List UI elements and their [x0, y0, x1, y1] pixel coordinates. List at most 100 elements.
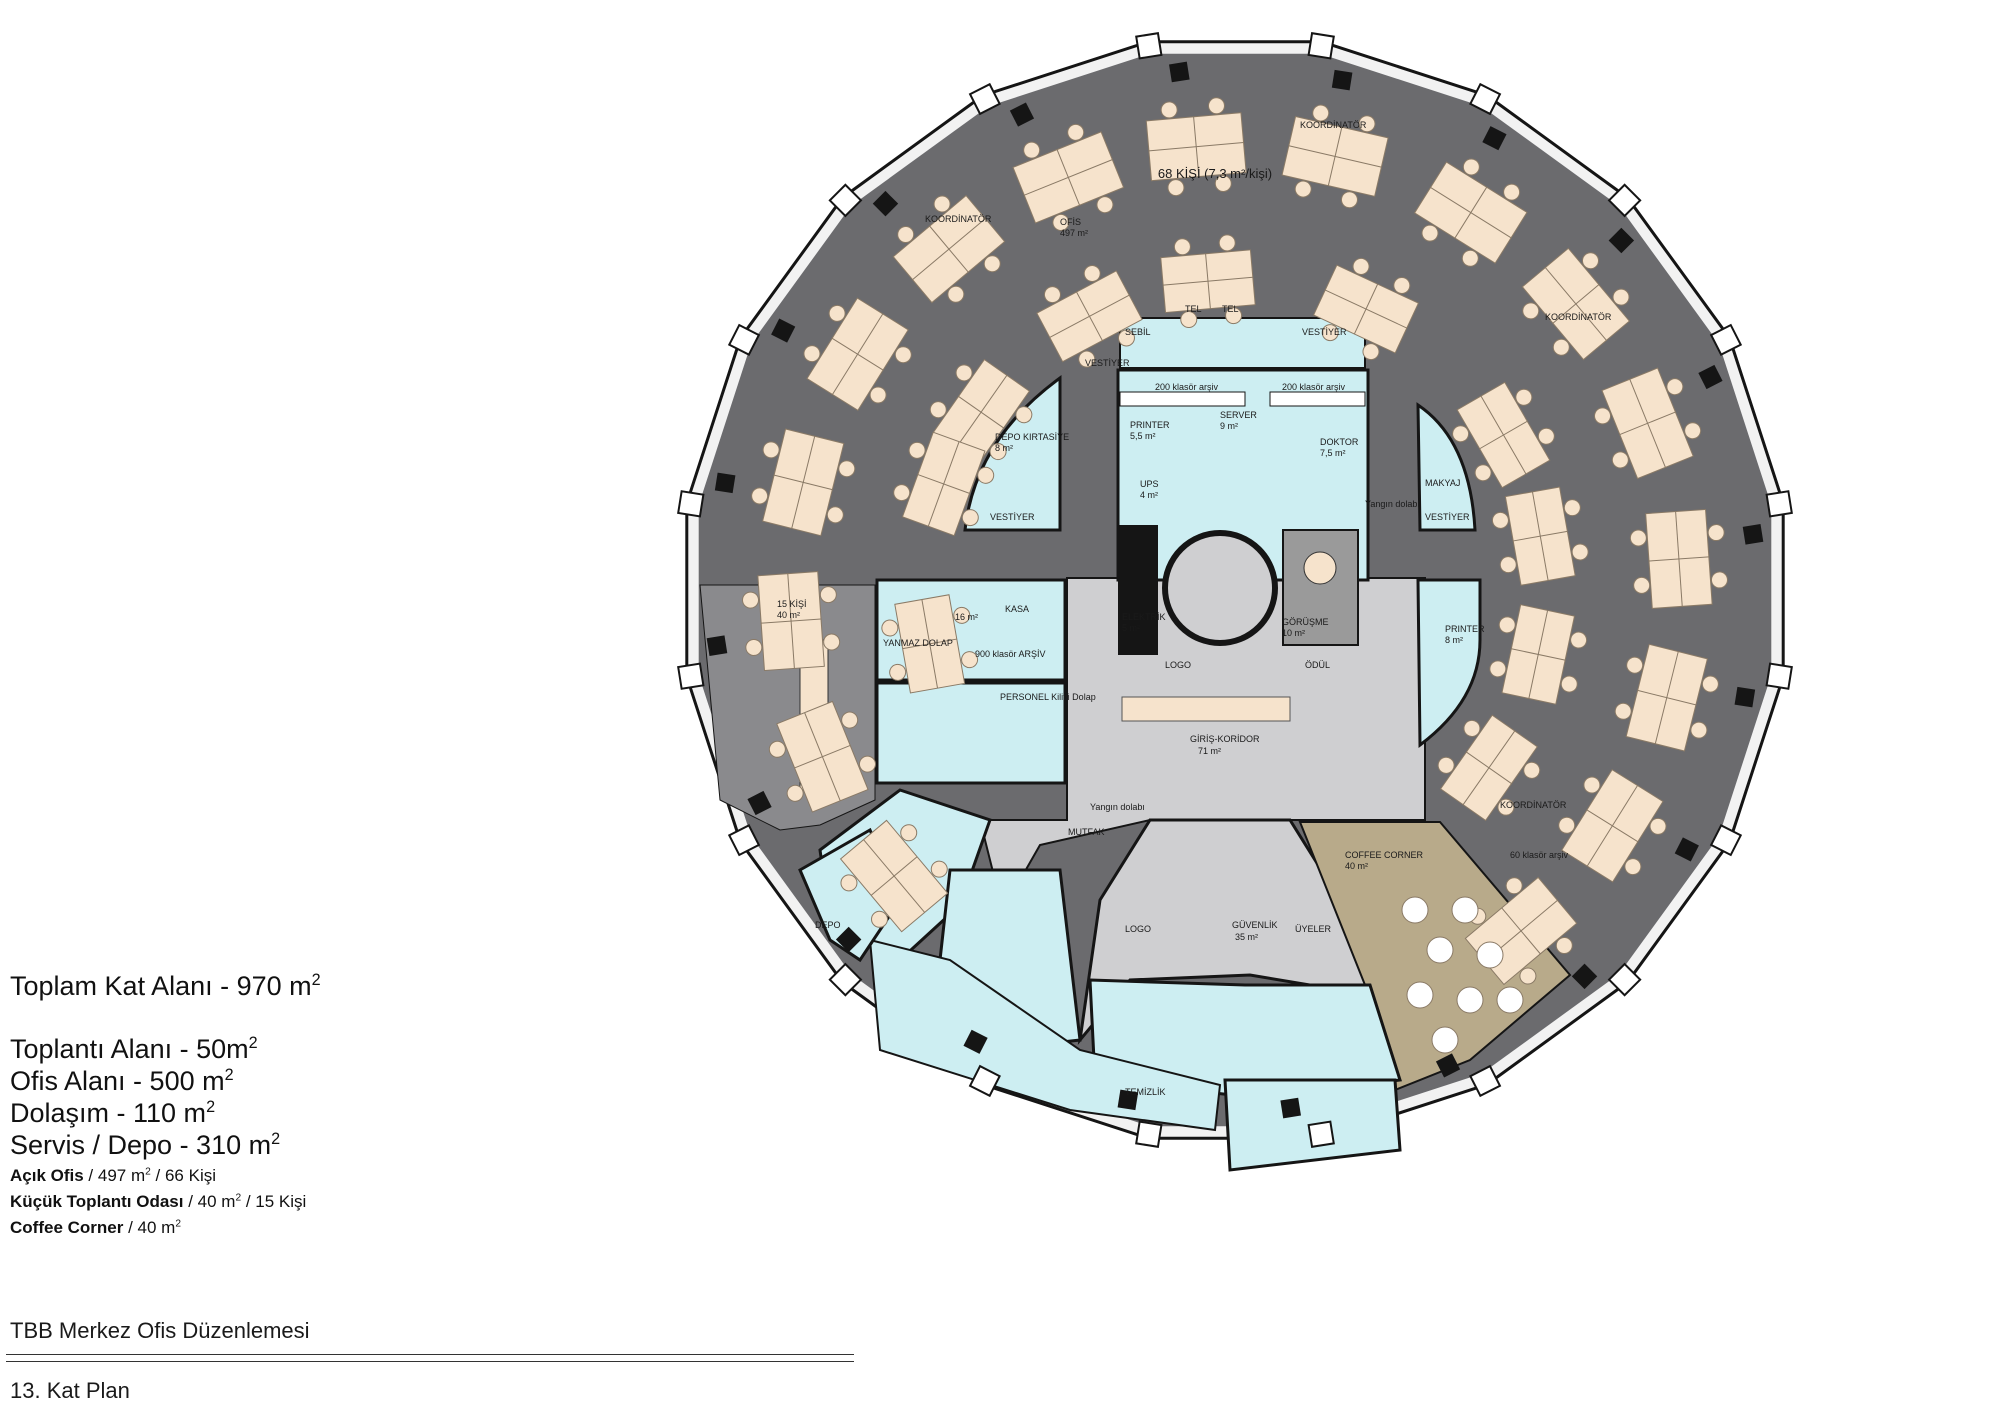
- label-printer-right: PRINTER: [1445, 624, 1485, 634]
- desk-cluster: [1281, 104, 1389, 209]
- label-sebil: SEBİL: [1125, 327, 1151, 337]
- desk-cluster: [1629, 508, 1728, 609]
- desk-cluster: [1452, 381, 1555, 489]
- label-yangin-center: Yangın dolabı: [1090, 802, 1145, 812]
- label-logo-bottom: LOGO: [1125, 924, 1151, 934]
- column-shaft: [1734, 686, 1756, 708]
- label-printer-right-area: 8 m²: [1445, 635, 1463, 645]
- desk-cluster: [892, 194, 1006, 304]
- depo-kirtasiye: [963, 375, 1062, 532]
- divider: [6, 1354, 854, 1355]
- column-shaft: [1331, 69, 1353, 91]
- label-yangin-right: Yangın dolabı: [1365, 499, 1420, 509]
- column: [1765, 662, 1793, 690]
- column-shaft: [1482, 126, 1507, 151]
- detail-open-office: Açık Ofis / 497 m2 / 66 Kişi: [10, 1166, 216, 1185]
- cafe-table: [1426, 936, 1454, 964]
- label-uyeler: ÜYELER: [1295, 924, 1332, 934]
- column: [1709, 323, 1743, 356]
- column: [1469, 1064, 1502, 1098]
- floor-plan: 68 KİŞİ (7,3 m²/kişi) OFİS 497 m² KOORDİ…: [677, 32, 1793, 1172]
- desk-cluster: [1489, 604, 1588, 705]
- atrium-circle: [1162, 530, 1278, 646]
- label-toplanti-area: 40 m²: [777, 610, 800, 620]
- desk-cluster: [1413, 158, 1528, 267]
- column-shaft: [1435, 1053, 1461, 1078]
- column-shaft: [1674, 837, 1699, 862]
- label-ofis: OFİS: [1060, 217, 1081, 227]
- desk-cluster: [742, 571, 841, 672]
- column: [1307, 32, 1335, 60]
- label-printer-area: 5,5 m²: [1130, 431, 1156, 441]
- label-arsiv-200-right: 200 klasör arşiv: [1282, 382, 1346, 392]
- desk-cluster: [1558, 768, 1667, 883]
- core-dark-shaft: [1118, 525, 1158, 655]
- label-arsiv-200-left: 200 klasör arşiv: [1155, 382, 1219, 392]
- label-server: SERVER: [1220, 410, 1257, 420]
- label-vestiyer-left: VESTİYER: [1085, 358, 1130, 368]
- column: [1469, 82, 1502, 116]
- column-shaft: [714, 472, 736, 494]
- column: [727, 323, 761, 356]
- label-capacity: 68 KİŞİ (7,3 m²/kişi): [1158, 166, 1272, 181]
- label-temizlik: TEMİZLİK: [1125, 1087, 1166, 1097]
- column: [1765, 490, 1793, 518]
- label-vestiyer-right: VESTİYER: [1425, 512, 1470, 522]
- desk-cluster: [839, 819, 949, 933]
- desk-cluster: [1521, 247, 1631, 361]
- label-giris-area: 71 m²: [1198, 746, 1221, 756]
- label-tel-1: TEL: [1185, 304, 1202, 314]
- label-koordinator-left: KOORDİNATÖR: [925, 214, 992, 224]
- column-shaft: [872, 190, 899, 217]
- label-tel-2: TEL: [1222, 304, 1239, 314]
- label-arsiv-900: 900 klasör ARŞİV: [975, 649, 1046, 659]
- project-title: TBB Merkez Ofis Düzenlemesi: [10, 1318, 310, 1343]
- printer-room-right: [1416, 578, 1482, 748]
- desk-cluster: [1012, 123, 1125, 231]
- label-coffee-corner: COFFEE CORNER: [1345, 850, 1424, 860]
- label-doktor: DOKTOR: [1320, 437, 1359, 447]
- label-vestiyer-top: VESTİYER: [1302, 327, 1347, 337]
- label-makyaj: MAKYAJ: [1425, 478, 1460, 488]
- meeting-room-small: [1282, 529, 1359, 646]
- column-shaft: [1698, 364, 1723, 390]
- security-lobby: [1077, 818, 1373, 1046]
- label-gorusme-area: 10 m²: [1282, 628, 1305, 638]
- desk-cluster: [751, 428, 856, 537]
- label-koordinator-bottom: KOORDİNATÖR: [1500, 800, 1567, 810]
- toilets: [875, 681, 1067, 785]
- column: [1307, 1120, 1335, 1148]
- perimeter-columns: [677, 32, 1793, 1148]
- column-shaft: [747, 790, 772, 816]
- tel-booths: [1119, 317, 1366, 369]
- label-kasa-area: 16 m²: [955, 612, 978, 622]
- column: [677, 662, 705, 690]
- cafe-table: [1496, 986, 1524, 1014]
- label-arsiv-60: 60 klasör arşiv: [1510, 850, 1569, 860]
- column-shaft: [1117, 1089, 1139, 1111]
- label-elektrik: ELEKTRİK: [1122, 612, 1166, 622]
- column: [828, 962, 863, 997]
- workstations: [742, 97, 1728, 1054]
- cafe-table: [1451, 896, 1479, 924]
- desk-cluster: [1437, 714, 1541, 822]
- column: [677, 490, 705, 518]
- column-shaft: [1169, 61, 1190, 83]
- column: [1135, 1120, 1163, 1148]
- column: [1607, 183, 1642, 218]
- label-koordinator-right: KOORDİNATÖR: [1545, 312, 1612, 322]
- area-circulation: Dolaşım - 110 m2: [10, 1098, 216, 1128]
- label-gorusme: GÖRÜŞME: [1282, 617, 1329, 627]
- desk-cluster: [768, 700, 876, 813]
- area-service: Servis / Depo - 310 m2: [10, 1130, 281, 1160]
- column-shaft: [835, 926, 862, 953]
- column-shaft: [1742, 524, 1764, 545]
- label-coffee-area: 40 m²: [1345, 861, 1368, 871]
- label-odul: ÖDÜL: [1305, 660, 1330, 670]
- archive-shelf-right: [1269, 391, 1366, 407]
- column: [1135, 32, 1163, 60]
- meeting-table: [1303, 551, 1337, 585]
- label-depo-area: 8 m²: [995, 443, 1013, 453]
- column: [1607, 962, 1642, 997]
- plan-name: 13. Kat Plan: [10, 1378, 130, 1403]
